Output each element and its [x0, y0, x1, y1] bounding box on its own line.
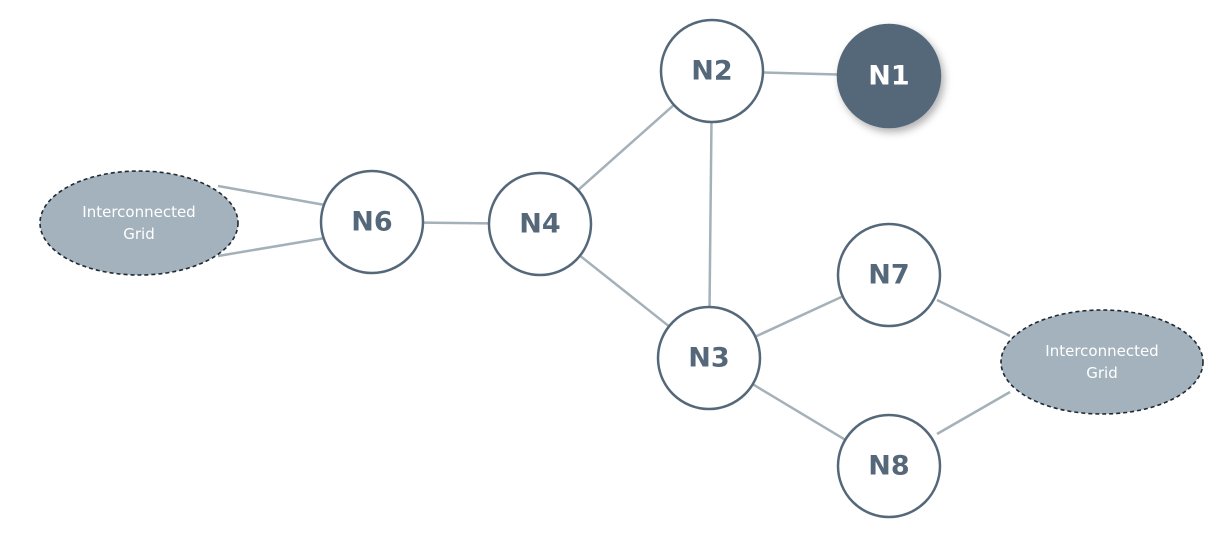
node-n7-label: N7: [868, 260, 909, 291]
grid-left-label-line: Interconnected: [82, 203, 195, 221]
edges-layer: [217, 71, 1011, 441]
node-n2: N2: [659, 18, 765, 124]
node-n6-label: N6: [351, 207, 392, 238]
node-n4: N4: [487, 171, 593, 277]
node-n2-circle: [659, 18, 765, 124]
edge-n7-grid-right: [936, 298, 1011, 338]
edge-n4-n3: [579, 254, 670, 328]
node-n6: N6: [319, 169, 425, 275]
edge-n2-n1: [762, 71, 839, 76]
edge-n4-n6: [422, 221, 490, 225]
node-n3-circle: [656, 305, 762, 411]
grid-right-shape: [1000, 309, 1204, 415]
node-n1-label: N1: [868, 61, 909, 92]
grid-left-label-line: Grid: [123, 225, 154, 243]
node-n3-label: N3: [688, 343, 729, 374]
node-n6-circle: [319, 169, 425, 275]
node-n8-label: N8: [868, 451, 909, 482]
node-n7: N7: [836, 222, 942, 328]
edge-n6-grid-left: [217, 236, 326, 258]
grid-left-shape: [39, 170, 239, 276]
grid-right-label-line: Interconnected: [1045, 342, 1158, 360]
node-n4-label: N4: [519, 209, 560, 240]
node-n1: N1: [836, 23, 942, 129]
node-n3: N3: [656, 305, 762, 411]
node-n8-circle: [836, 413, 942, 519]
node-n2-label: N2: [691, 56, 732, 87]
edge-n3-n8: [752, 383, 846, 441]
node-n7-circle: [836, 222, 942, 328]
edge-n2-n3: [708, 121, 713, 308]
grid-right-label-line: Grid: [1086, 364, 1117, 382]
edge-n6-grid-left: [217, 184, 326, 207]
node-n1-circle: [836, 23, 942, 129]
edge-n3-n7: [754, 295, 844, 338]
node-n4-circle: [487, 171, 593, 277]
edge-n2-n4: [577, 103, 675, 192]
edge-n8-grid-right: [936, 390, 1011, 436]
node-n8: N8: [836, 413, 942, 519]
